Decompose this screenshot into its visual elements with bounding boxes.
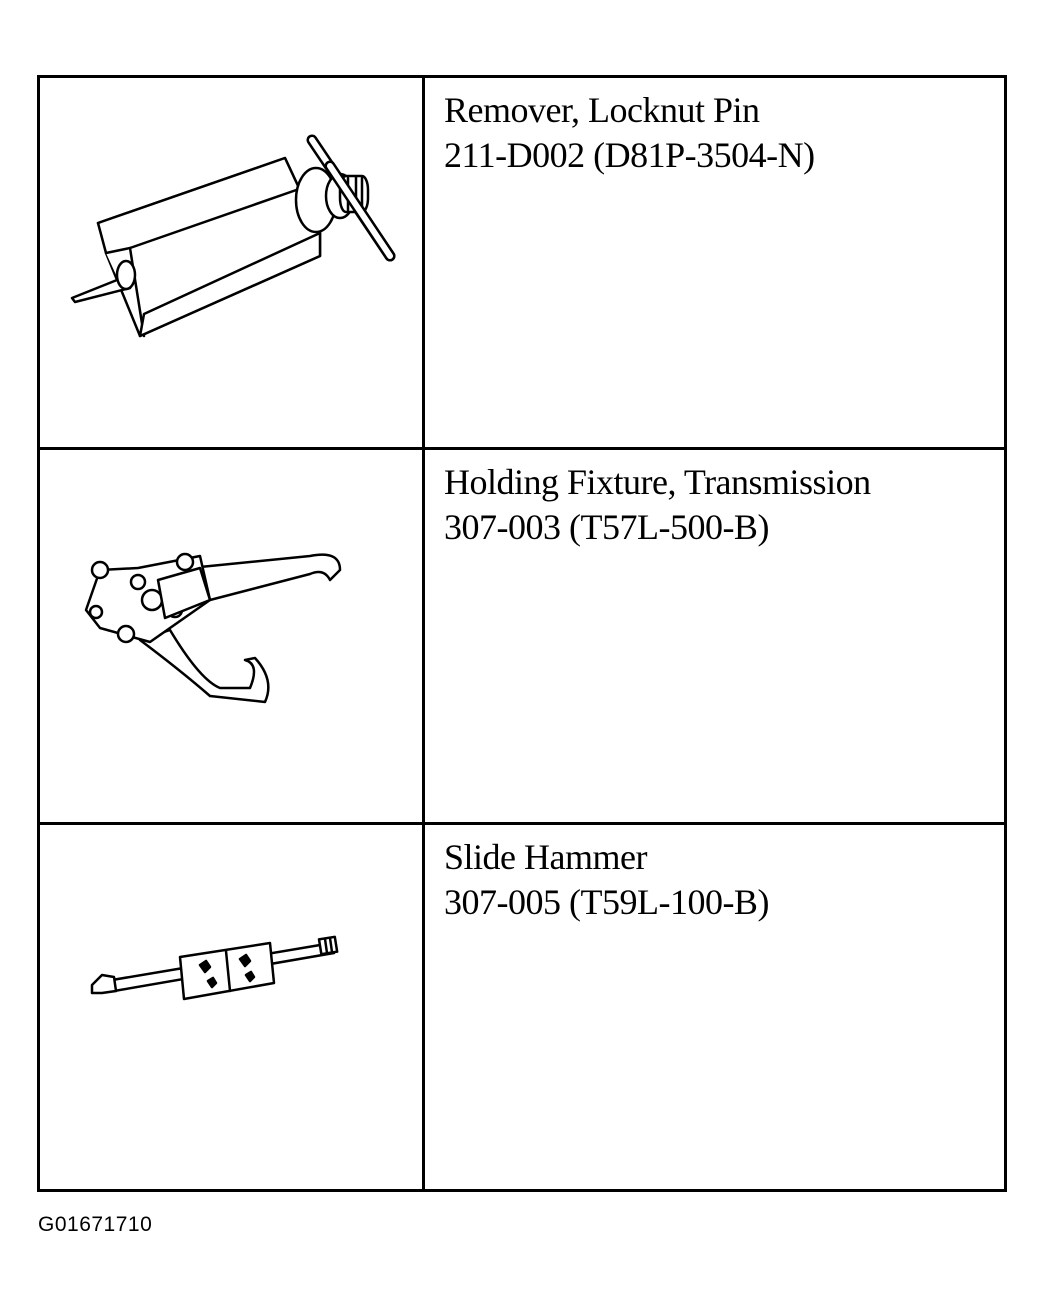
- tool-description-cell: Holding Fixture, Transmission 307-003 (T…: [428, 450, 1004, 822]
- tool-row: Holding Fixture, Transmission 307-003 (T…: [40, 447, 1004, 822]
- tool-image-cell: [40, 78, 425, 447]
- tool-row: Slide Hammer 307-005 (T59L-100-B): [40, 822, 1004, 1189]
- tool-name: Slide Hammer: [444, 837, 647, 877]
- tool-description-cell: Remover, Locknut Pin 211-D002 (D81P-3504…: [428, 78, 1004, 447]
- tool-description-cell: Slide Hammer 307-005 (T59L-100-B): [428, 825, 1004, 1189]
- tool-table: Remover, Locknut Pin 211-D002 (D81P-3504…: [37, 75, 1007, 1192]
- tool-image-cell: [40, 450, 425, 822]
- tool-part-number: 307-005 (T59L-100-B): [444, 882, 769, 922]
- figure-id: G01671710: [38, 1213, 153, 1236]
- tool-part-number: 211-D002 (D81P-3504-N): [444, 135, 815, 175]
- tool-name: Remover, Locknut Pin: [444, 90, 760, 130]
- tool-name: Holding Fixture, Transmission: [444, 462, 871, 502]
- transmission-holding-fixture-icon: [84, 552, 342, 704]
- tool-image-cell: [40, 825, 425, 1189]
- locknut-pin-remover-icon: [70, 134, 396, 338]
- slide-hammer-icon: [90, 935, 339, 1001]
- tool-part-number: 307-003 (T57L-500-B): [444, 507, 769, 547]
- tool-row: Remover, Locknut Pin 211-D002 (D81P-3504…: [40, 78, 1004, 447]
